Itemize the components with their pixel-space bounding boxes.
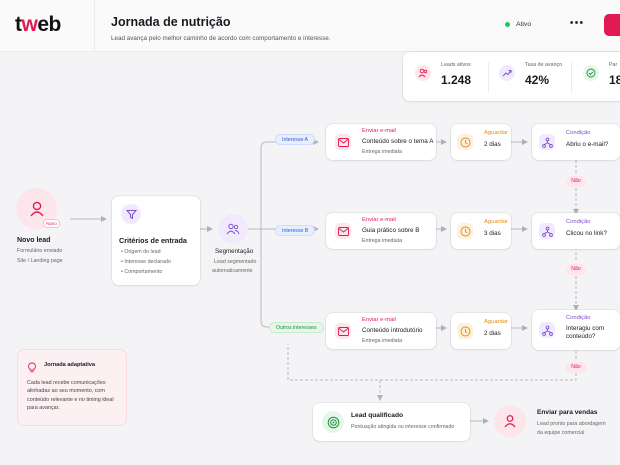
branch-icon	[539, 322, 555, 338]
top-header	[0, 0, 620, 52]
email-node-a[interactable]: Enviar e-mail Conteúdo sobre o tema A En…	[326, 124, 436, 160]
condition-node-b[interactable]: Condição Clicou no link?	[532, 213, 620, 249]
mail-icon	[335, 323, 351, 339]
criteria-item: • Interesse declarado	[121, 259, 171, 265]
branch-pill-others[interactable]: Outros interesses	[269, 322, 324, 333]
qualified-title: Lead qualificado	[351, 412, 404, 419]
check-circle-icon	[583, 65, 599, 81]
email-delivery: Entrega imediata	[362, 338, 403, 344]
branch-icon	[539, 223, 555, 239]
wait-node-b[interactable]: Aguardar 3 dias	[451, 213, 511, 249]
send-to-sales-node[interactable]	[494, 405, 526, 437]
metric-label: Taxa de avanço	[525, 62, 563, 68]
wait-label: Aguardar	[484, 319, 508, 325]
entry-criteria-card[interactable]: Critérios de entrada • Origem do lead • …	[112, 196, 200, 285]
condition-text: Interagiu com conteúdo?	[566, 325, 605, 341]
note-body: Cada lead recebe comunicações alinhadas …	[27, 380, 114, 412]
wait-duration: 3 dias	[484, 230, 501, 237]
email-content: Conteúdo introdutório	[362, 327, 423, 334]
email-label: Enviar e-mail	[362, 217, 396, 223]
trend-up-icon	[499, 65, 515, 81]
note-title: Jornada adaptativa	[44, 362, 95, 368]
clock-icon	[457, 323, 473, 339]
status-toggle[interactable]: Ativo	[505, 12, 555, 36]
email-node-b[interactable]: Enviar e-mail Guia prático sobre B Entre…	[326, 213, 436, 249]
condition-node-a[interactable]: Condição Abriu o e-mail?	[532, 124, 620, 160]
new-lead-sub: Formulário enviado	[17, 248, 63, 254]
page-subtitle: Lead avança pelo melhor caminho de acord…	[111, 35, 331, 42]
no-branch-others[interactable]: Não	[566, 362, 586, 373]
criteria-item: • Comportamento	[121, 269, 163, 275]
page-title: Jornada de nutrição	[111, 15, 231, 29]
clock-icon	[457, 223, 473, 239]
mail-icon	[335, 134, 351, 150]
wait-node-others[interactable]: Aguardar 2 dias	[451, 313, 511, 349]
metric-label: Par	[609, 62, 618, 68]
target-icon	[322, 411, 344, 433]
metrics-panel: Leads ativos 1.248 Taxa de avanço 42% Pa…	[403, 52, 620, 101]
new-lead-badge: Novo	[43, 219, 60, 228]
new-lead-source: Site / Landing page	[17, 258, 63, 264]
qualified-sub: Pontuação atingida ou interesse confirma…	[351, 424, 455, 430]
segmentation-sub: Lead segmentado	[214, 259, 257, 265]
mail-icon	[335, 223, 351, 239]
primary-action-button[interactable]	[604, 14, 620, 36]
sales-title: Enviar para vendas	[537, 409, 598, 416]
email-content: Guia prático sobre B	[362, 227, 420, 234]
branch-pill-b[interactable]: Interesse B	[275, 225, 316, 236]
metric-value: 1.248	[441, 73, 472, 87]
email-content: Conteúdo sobre o tema A	[362, 138, 434, 145]
app-logo[interactable]: tweb	[15, 13, 61, 36]
status-label: Ativo	[516, 20, 532, 28]
new-lead-title: Novo lead	[17, 237, 51, 244]
wait-node-a[interactable]: Aguardar 2 dias	[451, 124, 511, 160]
metric-value: 42%	[525, 73, 550, 87]
group-icon	[226, 223, 240, 235]
logo-area	[0, 0, 95, 52]
email-delivery: Entrega imediata	[362, 149, 403, 155]
qualified-lead-card[interactable]: Lead qualificado Pontuação atingida ou i…	[313, 403, 470, 441]
condition-text: Clicou no link?	[566, 230, 607, 237]
sales-sub: Lead pronto para abordagem	[537, 421, 606, 427]
condition-label: Condição	[566, 219, 591, 225]
user-icon	[504, 415, 516, 428]
branch-pill-a[interactable]: Interesse A	[275, 134, 315, 145]
condition-text: Abriu o e-mail?	[566, 141, 609, 148]
wait-label: Aguardar	[484, 130, 508, 136]
status-dot-icon	[505, 21, 510, 27]
metric-label: Leads ativos	[441, 62, 471, 68]
filter-icon	[121, 204, 141, 224]
segmentation-sub: automaticamente	[212, 268, 253, 274]
condition-label: Condição	[566, 315, 591, 321]
criteria-title: Critérios de entrada	[119, 236, 187, 245]
email-node-others[interactable]: Enviar e-mail Conteúdo introdutório Entr…	[326, 313, 436, 349]
condition-node-others[interactable]: Condição Interagiu com conteúdo?	[532, 310, 620, 350]
criteria-item: • Origem do lead	[121, 249, 161, 255]
segmentation-node[interactable]	[218, 214, 248, 244]
metric-value: 18	[609, 73, 620, 87]
sales-sub: da equipe comercial	[537, 430, 585, 436]
email-delivery: Entrega imediata	[362, 238, 403, 244]
no-branch-b[interactable]: Não	[566, 264, 586, 275]
lightbulb-icon	[27, 360, 37, 378]
wait-label: Aguardar	[484, 219, 508, 225]
more-options-button[interactable]: •••	[569, 17, 585, 29]
wait-duration: 2 dias	[484, 330, 501, 337]
email-label: Enviar e-mail	[362, 128, 396, 134]
condition-label: Condição	[566, 130, 591, 136]
branch-icon	[539, 134, 555, 150]
clock-icon	[457, 134, 473, 150]
no-branch-a[interactable]: Não	[566, 176, 586, 187]
segmentation-title: Segmentação	[215, 248, 254, 255]
user-icon	[29, 201, 44, 216]
adaptive-journey-note: Jornada adaptativa Cada lead recebe comu…	[17, 349, 127, 426]
wait-duration: 2 dias	[484, 141, 501, 148]
users-icon	[415, 65, 431, 81]
email-label: Enviar e-mail	[362, 317, 396, 323]
